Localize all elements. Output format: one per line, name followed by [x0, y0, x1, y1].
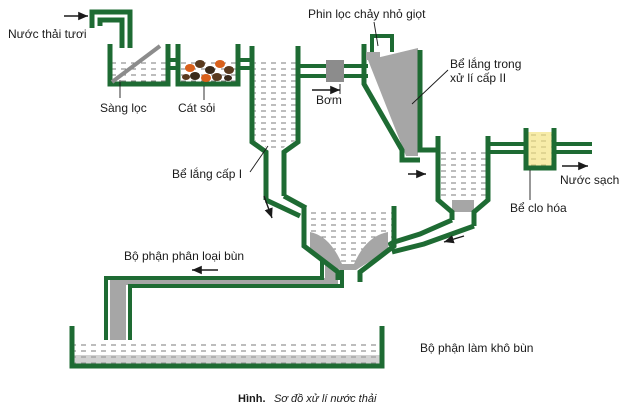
figure-caption: Hình. Sơ đồ xử lí nước thải: [238, 389, 377, 406]
label-screening: Sàng lọc: [100, 101, 147, 115]
pump-pipe: [298, 60, 368, 82]
primary-settling-tank: [249, 46, 308, 219]
label-secondary-tank-line1: Bể lắng trong: [450, 56, 521, 71]
secondary-settling-tank: [361, 34, 436, 163]
leader-lines: [119, 21, 531, 200]
label-chlorination: Bể clo hóa: [510, 201, 567, 215]
sludge-separator: [301, 206, 397, 282]
label-gravel: Cát sỏi: [178, 101, 215, 115]
label-sludge-drying: Bộ phận làm khô bùn: [420, 341, 533, 355]
gravel-stones: [182, 60, 234, 82]
sludge-drying-bed: [69, 326, 385, 369]
sludge-pipe: [104, 260, 344, 342]
gravel-tank: [175, 44, 241, 87]
label-inflow: Nước thải tươi: [8, 27, 87, 41]
pump-body: [326, 60, 344, 82]
flow-arrows: [64, 11, 588, 275]
label-primary-tank: Bể lắng cấp I: [172, 166, 242, 181]
caption-label: Hình.: [238, 393, 266, 405]
caption-text: Sơ đồ xử lí nước thải: [274, 393, 377, 405]
chlorination-tank: [488, 128, 592, 171]
chlorination-settling-tank: [387, 136, 491, 255]
return-arrow: [443, 235, 465, 244]
label-drip-filter: Phin lọc chảy nhỏ giọt: [308, 7, 426, 21]
primary-down-arrow: [263, 195, 273, 219]
screen-grate: [110, 44, 162, 84]
label-clean-water: Nước sạch: [560, 173, 619, 187]
label-sludge-sorting: Bộ phận phân loại bùn: [124, 249, 244, 263]
screening-tank: [89, 9, 171, 87]
label-pump: Bơm: [316, 93, 342, 107]
label-secondary-tank-line2: xử lí cấp II: [450, 71, 506, 85]
